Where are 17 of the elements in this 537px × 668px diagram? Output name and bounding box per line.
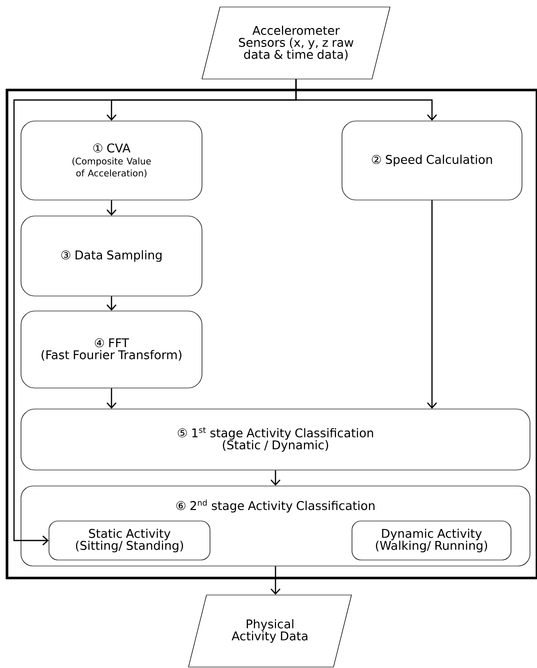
arrow — [13, 79, 297, 546]
arrow — [106, 388, 116, 409]
arrow — [270, 566, 280, 595]
arrow — [427, 200, 437, 409]
input-parallelogram: Accelerometer Sensors (x, y, z raw data & time data) — [202, 6, 390, 80]
process-box: ⑤ 1$^{st}$ stage Activity Classification (Static / Dynamic) — [20, 408, 530, 470]
arrow — [106, 296, 116, 311]
process-box: ③ Data Sampling — [20, 216, 202, 296]
arrow — [270, 470, 280, 486]
result-box: Dynamic Activity (Walking/ Running) — [352, 520, 512, 560]
process-box: ④ FFT (Fast Fourier Transform) — [20, 310, 202, 388]
process-box: ① CVA (Composite Value of Acceleration) — [20, 120, 202, 200]
result-box: Static Activity (Sitting/ Standing) — [48, 520, 210, 560]
arrow — [106, 200, 116, 216]
process-box: ② Speed Calculation — [342, 120, 522, 200]
frame-box — [6, 88, 537, 580]
output-parallelogram: Physical Activity Data — [188, 594, 352, 668]
